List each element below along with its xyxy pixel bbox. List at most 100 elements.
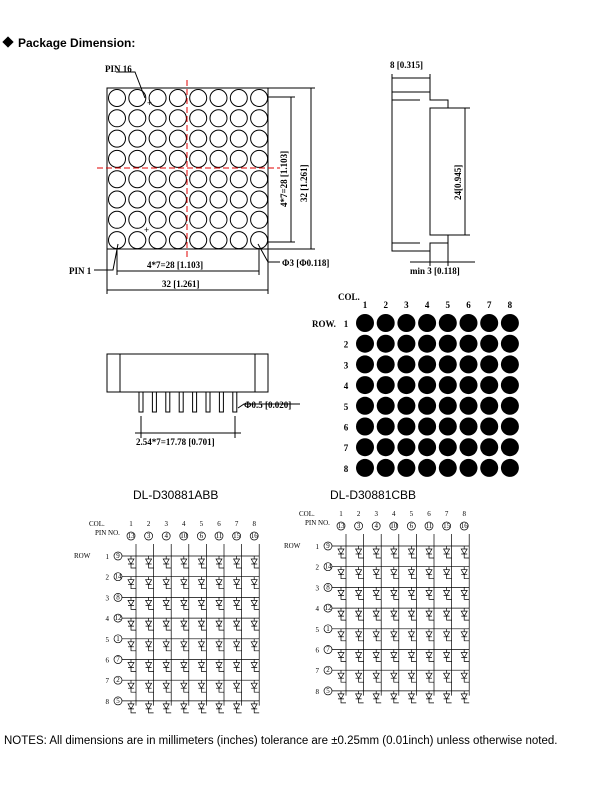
matrix-col-number: 8 xyxy=(508,300,513,310)
led-dot-outline xyxy=(189,89,208,107)
col-pin-number: 13 xyxy=(128,532,136,540)
led-dot-filled xyxy=(356,417,374,436)
col-number: 3 xyxy=(164,520,168,528)
led-dot-filled xyxy=(480,355,499,374)
led-diode-symbol xyxy=(460,649,470,662)
led-diode-symbol xyxy=(372,628,382,642)
led-diode-symbol xyxy=(180,638,189,652)
led-dot-filled xyxy=(480,417,499,436)
led-diode-symbol xyxy=(354,608,364,621)
led-diode-symbol xyxy=(232,618,242,631)
matrix-col-number: 7 xyxy=(487,300,492,310)
led-diode-symbol xyxy=(372,670,382,683)
led-diode-symbol xyxy=(460,670,470,683)
row-pin-number: 2 xyxy=(116,676,120,684)
led-dot-filled xyxy=(397,314,416,332)
col-pin-number: 10 xyxy=(390,522,398,530)
led-diode-symbol xyxy=(180,659,189,672)
led-dot-filled xyxy=(438,396,457,415)
led-diode-symbol xyxy=(425,546,434,559)
row-pin-number: 9 xyxy=(326,542,330,550)
led-dot-filled xyxy=(418,438,437,457)
pin-lead xyxy=(232,391,238,413)
col-pin-number: 11 xyxy=(216,532,223,540)
col-number: 8 xyxy=(252,520,256,528)
led-dot-outline xyxy=(148,149,167,168)
led-diode-symbol xyxy=(215,576,224,590)
col-pin-circle xyxy=(179,531,189,541)
led-dot-filled xyxy=(418,376,437,395)
led-diode-symbol xyxy=(127,659,136,672)
matrix-col-number: 2 xyxy=(383,300,388,310)
col-pin-number: 4 xyxy=(374,522,378,530)
led-dot-outline xyxy=(108,129,126,148)
width-inner-dim: 4*7=28 [1.103] xyxy=(147,260,203,270)
led-diode-symbol xyxy=(425,608,434,621)
led-diode-symbol xyxy=(407,587,417,600)
led-diode-symbol xyxy=(407,628,417,642)
led-dot-filled xyxy=(438,334,457,353)
led-diode-symbol xyxy=(390,608,399,621)
matrix-col-label: COL. xyxy=(338,292,360,302)
pin-lead xyxy=(165,391,171,413)
front-dot-grid xyxy=(108,89,269,250)
led-diode-symbol xyxy=(442,546,452,559)
led-dot-filled xyxy=(397,458,416,477)
led-diode-symbol xyxy=(232,659,242,672)
led-diode-symbol xyxy=(354,628,364,642)
led-dot-outline xyxy=(209,89,228,107)
bottom-view xyxy=(106,353,300,438)
led-diode-symbol xyxy=(442,566,452,580)
led-diode-symbol xyxy=(215,659,224,672)
header-title: Package Dimension: xyxy=(18,36,136,50)
led-diode-symbol xyxy=(337,566,346,580)
col-number: 8 xyxy=(462,510,466,518)
led-diode-symbol xyxy=(372,587,382,600)
led-diode-symbol xyxy=(197,597,207,610)
col-pin-circle xyxy=(161,531,171,541)
led-diode-symbol xyxy=(180,576,189,590)
led-diode-symbol xyxy=(354,670,364,683)
led-dot-outline xyxy=(209,109,228,128)
led-diode-symbol xyxy=(250,680,260,693)
row-pin-number: 1 xyxy=(116,635,120,643)
led-dot-outline xyxy=(128,89,147,107)
led-dot-filled xyxy=(459,314,478,332)
row-pin-number: 2 xyxy=(326,666,330,674)
led-diode-symbol xyxy=(197,638,207,652)
led-diode-symbol xyxy=(425,628,434,642)
led-diode-symbol xyxy=(180,556,189,569)
col-pin-number: 3 xyxy=(147,532,151,540)
pin-lead xyxy=(151,391,157,413)
led-diode-symbol xyxy=(180,618,189,631)
led-dot-filled xyxy=(480,396,499,415)
led-dot-outline xyxy=(128,210,147,229)
row-number: 3 xyxy=(106,594,110,602)
dot-diameter-dim: Φ3 [Φ0.118] xyxy=(282,258,329,268)
led-diode-symbol xyxy=(460,628,470,642)
led-diode-symbol xyxy=(407,670,417,683)
led-dot-outline xyxy=(108,149,126,168)
led-diode-symbol xyxy=(372,546,382,559)
col-number: 2 xyxy=(147,520,151,528)
led-diode-symbol xyxy=(232,680,242,693)
package-dimension-header: Package Dimension: xyxy=(2,36,136,50)
led-dot-filled xyxy=(438,417,457,436)
led-diode-symbol xyxy=(250,576,260,590)
row-pin-number: 8 xyxy=(326,583,330,591)
matrix-row-number: 2 xyxy=(344,340,349,350)
led-dot-outline xyxy=(128,190,147,209)
pin-lead xyxy=(218,391,224,413)
led-dot-outline xyxy=(108,210,126,229)
row-number: 6 xyxy=(316,647,320,655)
col-pin-number: 4 xyxy=(164,532,168,540)
led-diode-symbol xyxy=(442,628,452,642)
led-diode-symbol xyxy=(162,680,172,693)
led-dot-filled xyxy=(500,458,519,477)
led-diode-symbol xyxy=(180,700,189,714)
col-pin-number: 11 xyxy=(426,522,433,530)
led-diode-symbol xyxy=(127,638,136,652)
led-dot-filled xyxy=(459,376,478,395)
led-dot-filled xyxy=(418,458,437,477)
led-diode-symbol xyxy=(354,649,364,662)
